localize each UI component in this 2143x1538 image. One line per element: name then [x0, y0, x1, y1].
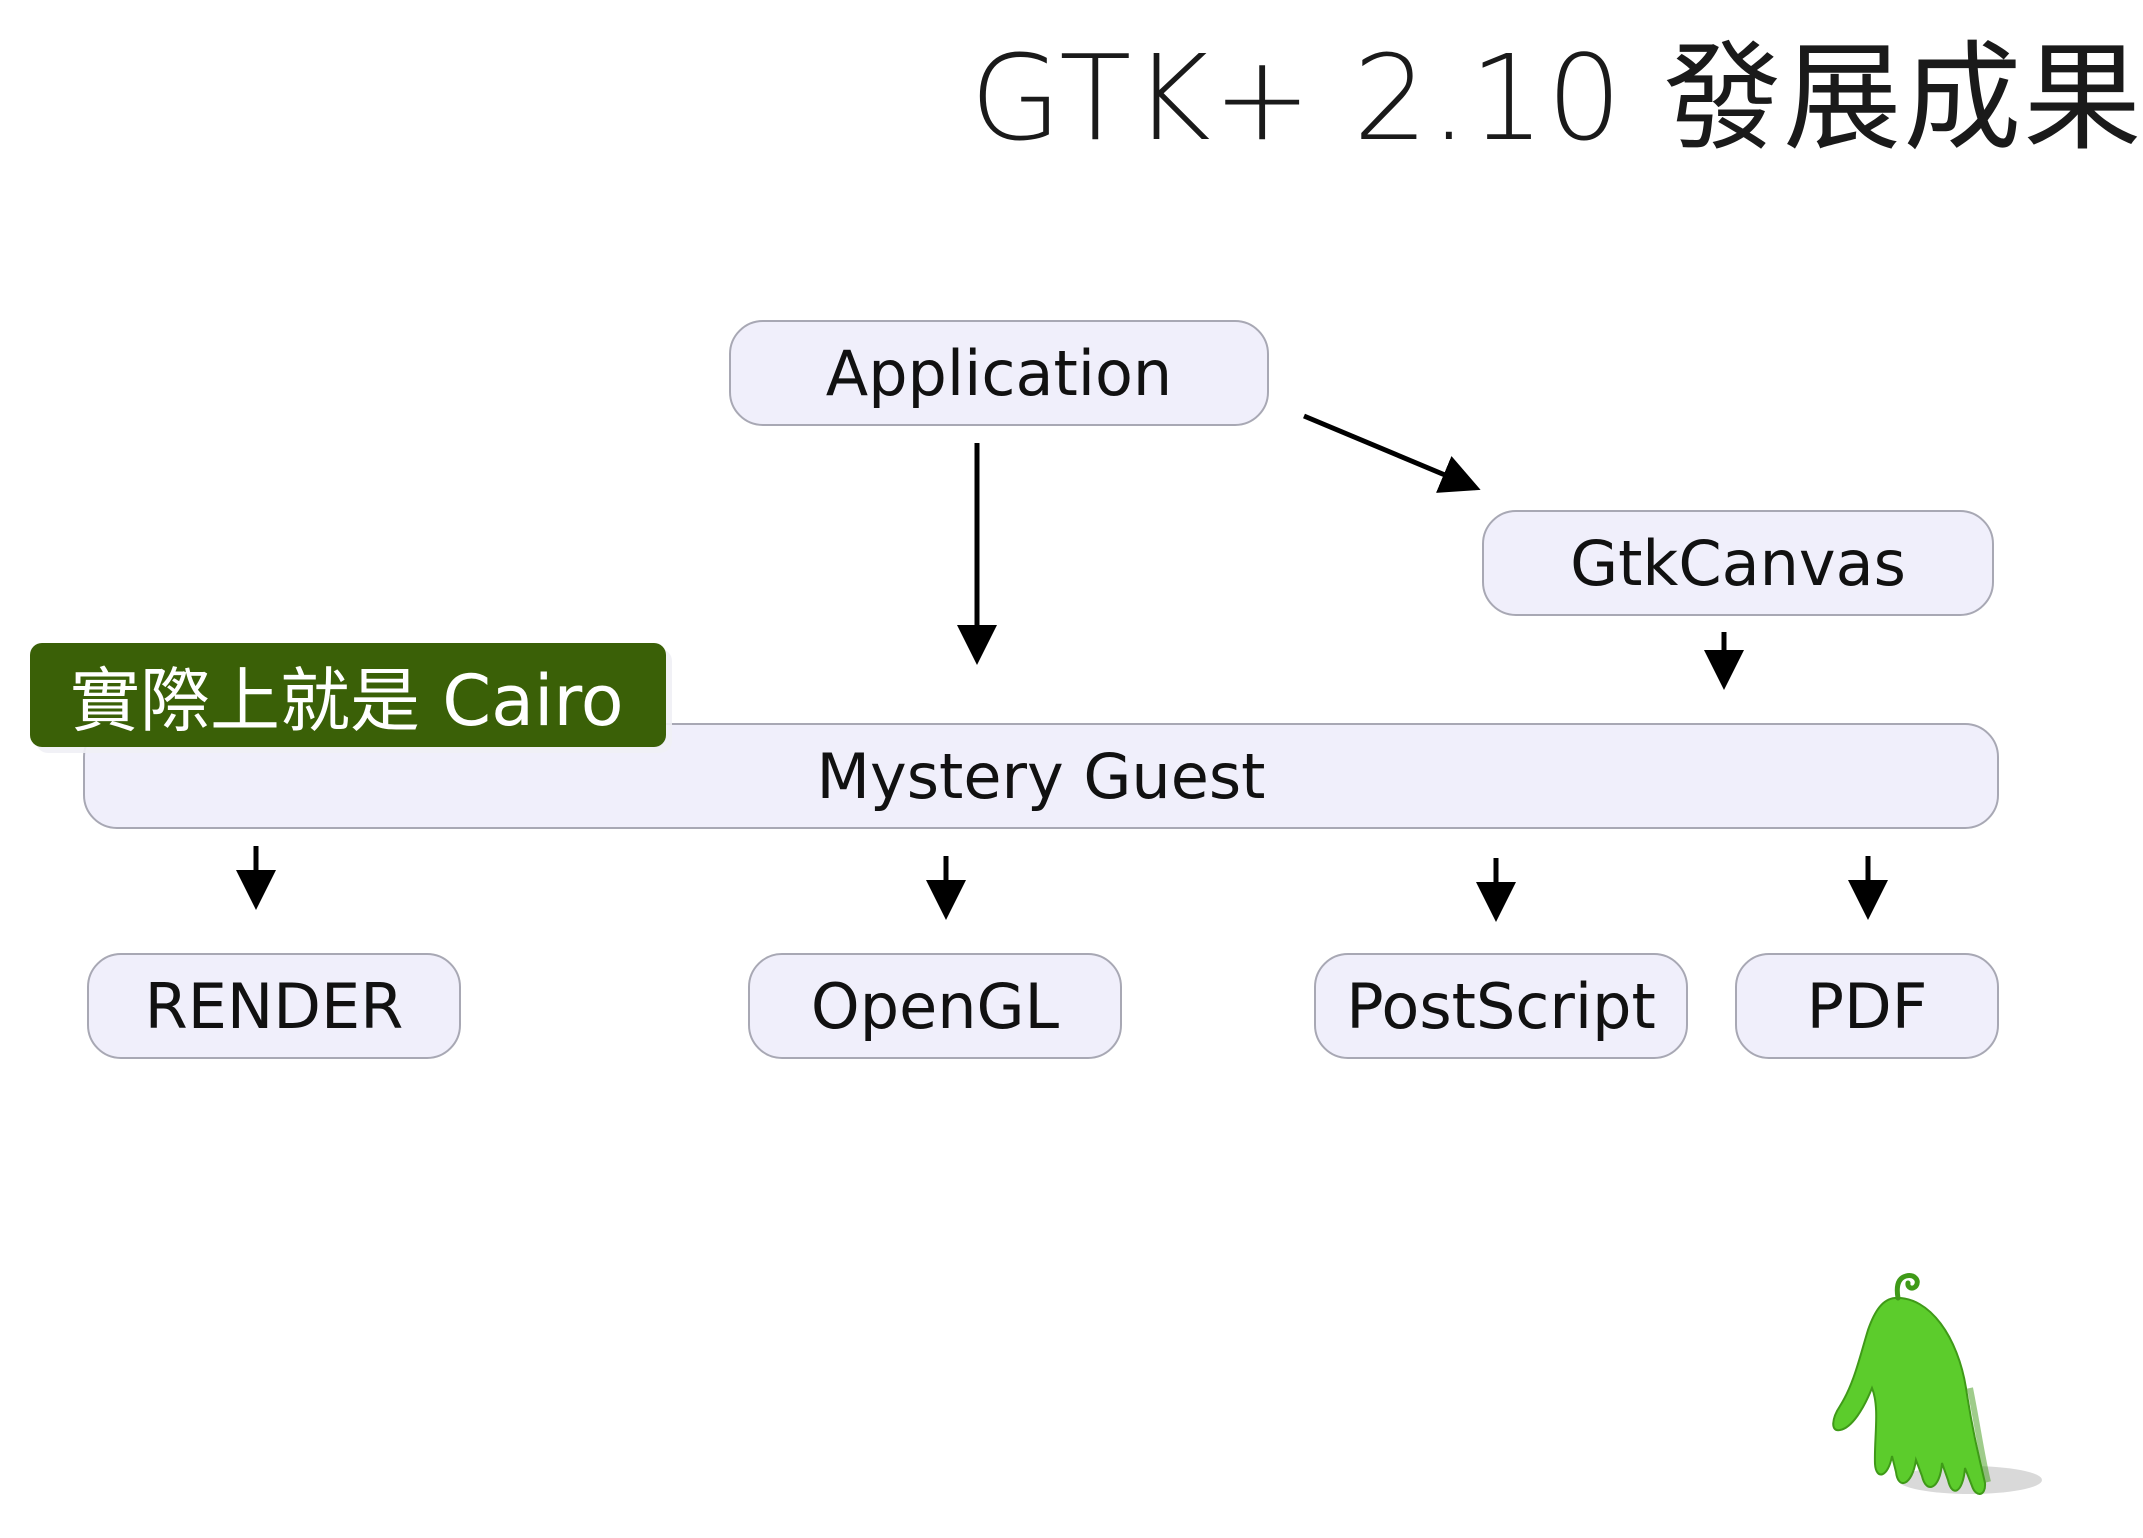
node-opengl: OpenGL	[748, 953, 1122, 1059]
node-postscript: PostScript	[1314, 953, 1688, 1059]
node-render: RENDER	[87, 953, 461, 1059]
node-application: Application	[729, 320, 1269, 426]
node-postscript-label: PostScript	[1346, 969, 1656, 1043]
diagram-arrows	[236, 413, 1888, 922]
node-opengl-label: OpenGL	[810, 969, 1060, 1043]
node-pdf-label: PDF	[1806, 969, 1928, 1043]
node-mystery-guest-label: Mystery Guest	[816, 739, 1266, 813]
node-render-label: RENDER	[144, 969, 404, 1043]
cairo-callout: 實際上就是 Cairo	[30, 643, 666, 747]
node-gtkcanvas: GtkCanvas	[1482, 510, 1994, 616]
green-ghost-mascot-icon	[1832, 1273, 2042, 1495]
slide-title: GTK+ 2.10 發展成果	[970, 29, 2143, 167]
node-pdf: PDF	[1735, 953, 1999, 1059]
arrow-application-to-gtkcanvas	[1303, 413, 1481, 493]
node-application-label: Application	[825, 336, 1173, 410]
node-gtkcanvas-label: GtkCanvas	[1570, 526, 1906, 600]
